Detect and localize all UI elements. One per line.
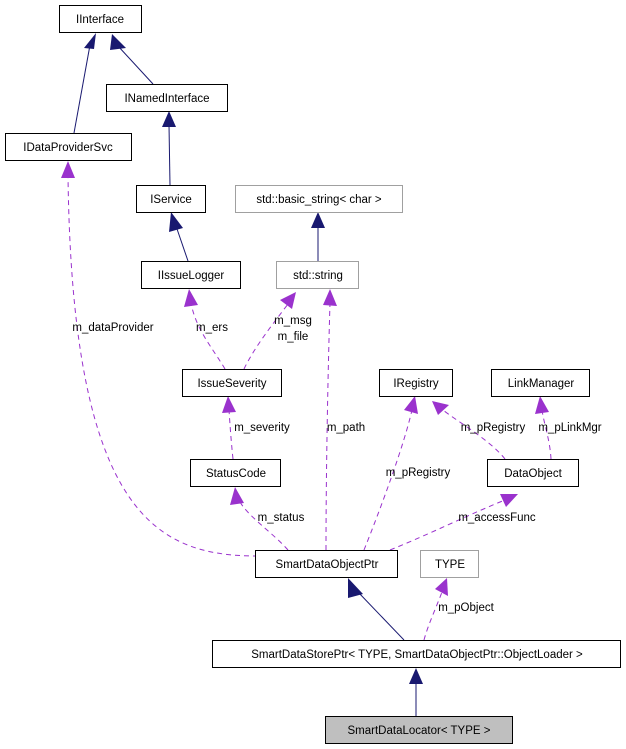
class-label-smartdatalocator: SmartDataLocator< TYPE > [348,725,491,737]
edge-label-m_pLinkMgr: m_pLinkMgr [538,422,601,434]
class-label-dataobject: DataObject [504,468,562,480]
inheritance-edges [73,33,423,716]
class-box-iissuelogger[interactable] [141,261,241,289]
class-node-iissuelogger[interactable]: IIssueLogger [141,261,241,289]
class-box-iservice[interactable] [136,185,206,213]
class-box-issueseverity[interactable] [182,369,282,397]
class-node-smartdataobjectptr[interactable]: SmartDataObjectPtr [255,550,398,578]
class-label-linkmanager: LinkManager [508,378,575,390]
edge-label-m_status: m_status [258,512,305,524]
class-box-basicstring[interactable] [235,185,403,213]
edge-label-m_dataProvider: m_dataProvider [72,322,153,334]
edge-idataprovidersvc-to-iinterface [73,33,96,134]
class-node-linkmanager[interactable]: LinkManager [491,369,590,397]
class-label-basicstring: std::basic_string< char > [256,194,382,206]
edge-usage-m_dataProvider [61,161,259,557]
class-box-iinterface[interactable] [59,5,142,33]
class-node-issueseverity[interactable]: IssueSeverity [182,369,282,397]
class-box-idataprovidersvc[interactable] [5,133,132,161]
edge-usage-m_pRegistry-dataobject [432,401,506,460]
class-box-smartdatalocator[interactable] [325,716,513,744]
class-node-dataobject[interactable]: DataObject [487,459,579,487]
class-label-statuscode: StatusCode [206,468,266,480]
class-nodes: IInterface INamedInterface IDataProvider… [5,5,621,744]
edge-usage-m_status [230,487,289,551]
edge-label-m_accessFunc: m_accessFunc [458,512,536,524]
class-node-iregistry[interactable]: IRegistry [379,369,453,397]
class-label-inamedinterface: INamedInterface [124,93,209,105]
edge-smartdatalocator-to-smartdatastoreptr [409,668,423,716]
edge-label-m_severity: m_severity [234,422,290,434]
edge-label-m_pRegistry-dataobject: m_pRegistry [461,422,526,434]
class-box-statuscode[interactable] [190,459,281,487]
class-label-stdstring: std::string [293,270,343,282]
edge-usage-m_pObject [423,578,448,641]
edge-inamedinterface-to-iinterface [110,34,154,85]
class-box-linkmanager[interactable] [491,369,590,397]
edge-label-m_ers: m_ers [196,322,228,334]
class-box-smartdatastoreptr[interactable] [212,640,621,668]
class-node-inamedinterface[interactable]: INamedInterface [106,84,228,112]
class-node-type[interactable]: TYPE [420,550,479,578]
class-node-stdstring[interactable]: std::string [276,261,359,289]
class-box-stdstring[interactable] [276,261,359,289]
edge-label-m_pObject: m_pObject [438,602,494,614]
usage-edges [61,161,552,641]
class-box-type[interactable] [420,550,479,578]
class-label-type: TYPE [435,559,465,571]
edge-usage-m_path [323,289,337,551]
edge-usage-m_ers [184,289,226,370]
class-node-basicstring[interactable]: std::basic_string< char > [235,185,403,213]
edge-smartdatastoreptr-to-smartdataobjectptr [348,578,405,641]
edge-labels: m_dataProvider m_ers m_msg m_file m_seve… [72,315,601,614]
edge-usage-m_msg-m_file [243,292,296,370]
edge-usage-m_accessFunc [389,494,518,551]
class-node-idataprovidersvc[interactable]: IDataProviderSvc [5,133,132,161]
edge-stdstring-to-basicstring [311,212,325,261]
class-label-smartdatastoreptr: SmartDataStorePtr< TYPE, SmartDataObject… [251,649,583,661]
edge-label-m_file: m_file [278,331,309,343]
edge-iservice-to-inamedinterface [162,111,176,186]
class-label-iregistry: IRegistry [393,378,439,390]
edge-usage-m_severity [222,396,236,460]
class-box-smartdataobjectptr[interactable] [255,550,398,578]
class-label-iinterface: IInterface [76,14,124,26]
class-label-iservice: IService [150,194,192,206]
class-box-dataobject[interactable] [487,459,579,487]
class-box-iregistry[interactable] [379,369,453,397]
class-node-smartdatalocator[interactable]: SmartDataLocator< TYPE > [325,716,513,744]
class-label-smartdataobjectptr: SmartDataObjectPtr [276,559,379,571]
class-node-iservice[interactable]: IService [136,185,206,213]
class-label-issueseverity: IssueSeverity [197,378,266,390]
edge-label-m_path: m_path [327,422,365,434]
class-box-inamedinterface[interactable] [106,84,228,112]
edge-label-m_msg: m_msg [274,315,312,327]
edge-label-m_msg-m_file: m_msg m_file [274,315,312,343]
edge-usage-m_pRegistry-smartdataobjectptr [363,396,418,551]
class-node-iinterface[interactable]: IInterface [59,5,142,33]
class-node-smartdatastoreptr[interactable]: SmartDataStorePtr< TYPE, SmartDataObject… [212,640,621,668]
class-label-iissuelogger: IIssueLogger [158,270,225,282]
class-node-statuscode[interactable]: StatusCode [190,459,281,487]
edge-label-m_pRegistry-smartdataobjectptr: m_pRegistry [386,467,451,479]
edge-usage-m_pLinkMgr [535,396,552,460]
class-label-idataprovidersvc: IDataProviderSvc [23,142,113,154]
edge-iissuelogger-to-iservice [169,212,189,262]
